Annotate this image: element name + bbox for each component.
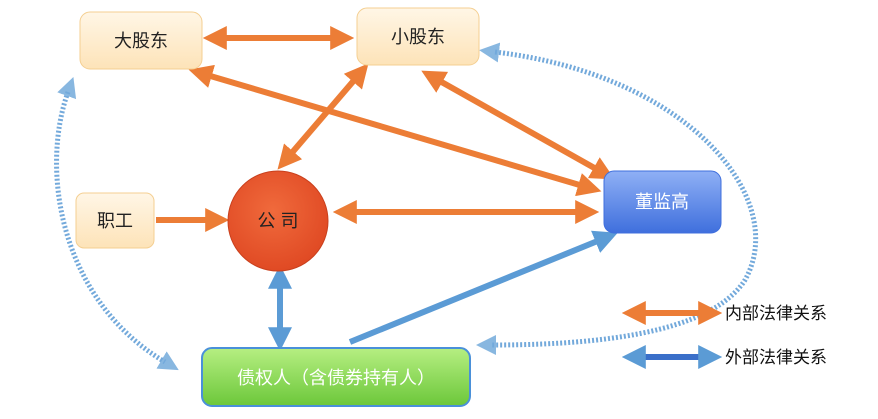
legend-external-label: 外部法律关系 [725, 348, 827, 367]
node-minor-shareholder: 小股东 [356, 7, 480, 66]
external-arrows [54, 42, 758, 371]
node-board: 董监高 [603, 170, 722, 234]
legend: 内部法律关系 外部法律关系 [621, 301, 827, 369]
label-company: 公 司 [257, 211, 298, 231]
node-employee: 职工 [75, 192, 155, 249]
node-major-shareholder: 大股东 [79, 11, 203, 70]
node-creditor: 债权人（含债券持有人） [201, 347, 471, 407]
label-board: 董监高 [635, 192, 689, 212]
legend-internal-label: 内部法律关系 [725, 304, 827, 323]
arrow-minor-board [421, 70, 615, 180]
label-minor-shareholder: 小股东 [391, 27, 445, 47]
arrow-minor-company [277, 63, 369, 170]
node-company: 公 司 [227, 170, 329, 272]
label-employee: 职工 [97, 211, 133, 231]
label-major-shareholder: 大股东 [114, 31, 168, 51]
internal-arrows [156, 25, 615, 232]
label-creditor: 债权人（含债券持有人） [237, 368, 435, 388]
arrow-creditor-board [348, 230, 618, 345]
